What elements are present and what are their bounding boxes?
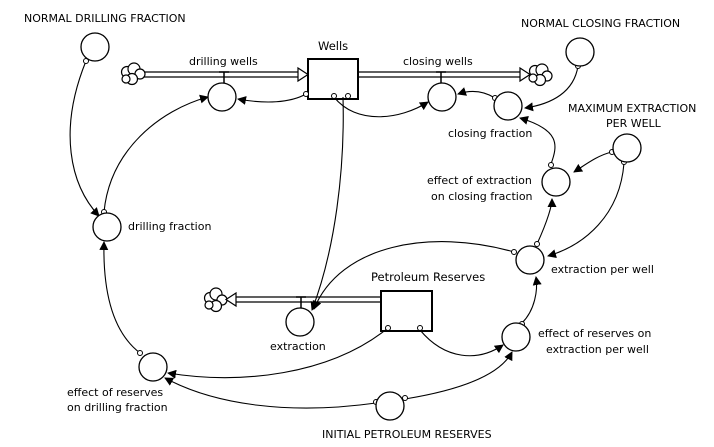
effect-extraction-closing-label-line2: on closing fraction: [431, 190, 533, 203]
max-extraction-per-well-node[interactable]: [612, 133, 642, 163]
petroleum-reserves-label: Petroleum Reserves: [371, 270, 485, 284]
drilling-wells-label: drilling wells: [189, 55, 258, 68]
effect-reserves-extraction-label-line1: effect of reserves on: [538, 327, 651, 340]
link-initial-reserves-to-effect-reserves-drilling: [164, 377, 377, 409]
effect-reserves-drilling-label-line1: effect of reserves: [67, 386, 163, 399]
drilling-fraction-node[interactable]: [92, 212, 122, 242]
link-closing-fraction-to-closing-wells: [457, 87, 496, 99]
extraction-per-well-node[interactable]: [515, 245, 545, 275]
link-normal-drilling-to-drilling-fraction: [69, 60, 100, 217]
flow-pipe-closing-wells: [359, 66, 532, 83]
effect-reserves-extraction-node[interactable]: [501, 322, 531, 352]
link-wells-to-extraction: [310, 96, 344, 311]
extraction-label: extraction: [270, 340, 326, 353]
wells-stock[interactable]: [307, 58, 359, 100]
link-effect-reserves-to-drilling-fraction: [99, 241, 141, 354]
closing-wells-label: closing wells: [403, 55, 473, 68]
effect-extraction-closing-node[interactable]: [541, 167, 571, 197]
link-normal-closing-to-closing-fraction: [524, 65, 579, 112]
effect-reserves-drilling-node[interactable]: [138, 352, 168, 382]
link-initial-reserves-to-effect-reserves-extraction: [404, 351, 513, 400]
extraction-aux-node[interactable]: [285, 307, 315, 337]
link-reserves-to-effect-reserves-drilling: [167, 327, 389, 379]
cloud-source-icon: [120, 62, 146, 86]
cloud-sink-icon: [528, 63, 553, 87]
link-effect-reserves-to-extraction-per-well: [521, 276, 542, 324]
initial-petroleum-reserves-node[interactable]: [375, 391, 405, 421]
link-effect-extraction-to-closing-fraction: [519, 115, 556, 165]
max-extraction-label-line2: PER WELL: [606, 117, 662, 130]
closing-fraction-node[interactable]: [493, 91, 523, 121]
initial-petroleum-reserves-label: INITIAL PETROLEUM RESERVES: [322, 428, 492, 441]
wells-label: Wells: [318, 39, 348, 53]
link-max-extraction-to-effect-extraction: [573, 151, 613, 173]
link-reserves-to-effect-reserves-extraction: [419, 329, 504, 357]
max-extraction-label-line1: MAXIMUM EXTRACTION: [568, 102, 696, 115]
extraction-per-well-label: extraction per well: [551, 263, 654, 276]
link-extraction-per-well-to-extraction: [312, 241, 515, 310]
effect-extraction-closing-label-line1: effect of extraction: [427, 174, 532, 187]
normal-closing-fraction-node[interactable]: [565, 37, 595, 67]
effect-reserves-extraction-label-line2: extraction per well: [546, 343, 649, 356]
link-wells-to-drilling-wells: [237, 93, 307, 105]
closing-fraction-label: closing fraction: [448, 127, 532, 140]
link-extraction-per-well-to-effect-extraction: [536, 198, 557, 245]
petroleum-reserves-stock[interactable]: [380, 290, 433, 332]
flow-pipe-extraction: [224, 291, 381, 308]
flow-pipe-drilling-wells: [144, 66, 310, 83]
normal-drilling-fraction-label: NORMAL DRILLING FRACTION: [24, 12, 186, 25]
link-max-extraction-to-extraction-per-well: [547, 162, 625, 259]
effect-reserves-drilling-label-line2: on drilling fraction: [67, 401, 168, 414]
normal-closing-fraction-label: NORMAL CLOSING FRACTION: [521, 17, 680, 30]
closing-wells-aux-node[interactable]: [427, 82, 457, 112]
drilling-wells-aux-node[interactable]: [207, 82, 237, 112]
cloud-extraction-sink-icon: [203, 287, 228, 313]
drilling-fraction-label: drilling fraction: [128, 220, 211, 233]
link-wells-to-closing-wells: [333, 96, 429, 118]
link-drilling-fraction-to-drilling-wells: [103, 94, 209, 213]
normal-drilling-fraction-node[interactable]: [80, 32, 110, 62]
